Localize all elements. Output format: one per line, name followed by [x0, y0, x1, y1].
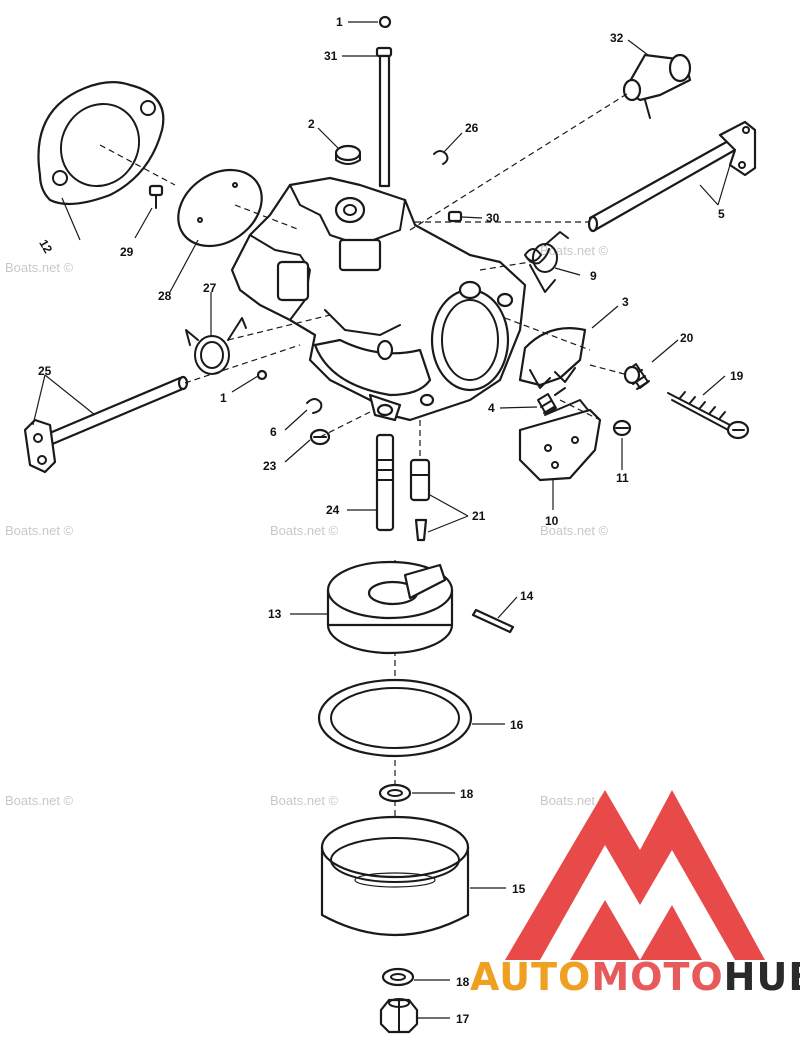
carburetor-body [230, 176, 527, 422]
callout-3: 3 [622, 295, 629, 309]
part-29-screw [148, 184, 164, 209]
part-12-gasket [37, 81, 165, 206]
callout-4: 4 [488, 401, 495, 415]
callout-1-top: 1 [336, 15, 343, 29]
callout-30: 30 [486, 211, 500, 225]
callout-18-upper: 18 [460, 787, 474, 801]
callout-10: 10 [545, 514, 559, 528]
brand-moto: MOTO [591, 955, 723, 999]
leader-lines [32, 21, 731, 1019]
watermark-1: Boats.net © [5, 260, 74, 275]
part-1-top-plug [378, 15, 392, 29]
watermark-6: Boats.net © [540, 523, 609, 538]
part-25-shaft [23, 375, 189, 474]
callout-1-lower: 1 [220, 391, 227, 405]
brand-logo: AUTOMOTOHUB [470, 790, 800, 999]
callout-2: 2 [308, 117, 315, 131]
callout-19: 19 [730, 369, 744, 383]
part-14-pin [471, 608, 515, 634]
callout-9: 9 [590, 269, 597, 283]
watermark-7: Boats.net © [5, 793, 74, 808]
part-19-needle-screw [667, 391, 750, 440]
part-26-clip [433, 150, 449, 165]
part-3-plate [518, 327, 587, 389]
part-21-jet [409, 458, 431, 542]
brand-auto: AUTO [470, 955, 591, 999]
watermark-8: Boats.net © [270, 793, 339, 808]
callout-20: 20 [680, 331, 694, 345]
part-30-screw [447, 210, 463, 223]
callout-26: 26 [465, 121, 479, 135]
part-1-lower-plug [256, 369, 268, 381]
part-27-spring [185, 317, 247, 375]
part-16-gasket [317, 678, 473, 758]
part-9-spring [524, 231, 569, 293]
part-20-spring [623, 363, 650, 390]
part-5-shaft [587, 120, 757, 233]
part-13-float [326, 560, 454, 655]
callout-12: 12 [36, 237, 55, 256]
part-18-washer-lower [381, 967, 415, 987]
callout-labels: 1 31 2 26 32 12 29 28 5 30 27 9 3 25 20 … [36, 15, 743, 1026]
part-4-spring [537, 387, 566, 415]
callout-27: 27 [203, 281, 217, 295]
callout-24: 24 [326, 503, 340, 517]
part-10-bracket [518, 399, 602, 482]
part-31-rod [375, 46, 393, 188]
part-24-tube [375, 433, 395, 532]
callout-14: 14 [520, 589, 534, 603]
callout-23: 23 [263, 459, 277, 473]
brand-hub: HUB [724, 955, 800, 999]
part-6-clip [306, 398, 323, 414]
callout-11: 11 [616, 471, 629, 485]
callout-25: 25 [38, 364, 52, 378]
part-17-nut [379, 998, 419, 1034]
callout-21: 21 [472, 509, 486, 523]
part-15-bowl [320, 815, 470, 936]
watermark-9: Boats.net © [540, 793, 609, 808]
callout-18-lower: 18 [456, 975, 470, 989]
callout-15: 15 [512, 882, 526, 896]
part-28-diaphragm [177, 168, 263, 248]
callout-6: 6 [270, 425, 277, 439]
callout-28: 28 [158, 289, 172, 303]
callout-29: 29 [120, 245, 134, 259]
callout-31: 31 [324, 49, 338, 63]
brand-text: AUTOMOTOHUB [470, 955, 800, 999]
watermark-4: Boats.net © [5, 523, 74, 538]
callout-17: 17 [456, 1012, 470, 1026]
callout-16: 16 [510, 718, 524, 732]
callout-13: 13 [268, 607, 282, 621]
logo-triangle-inner [570, 900, 702, 960]
callout-32: 32 [610, 31, 624, 45]
part-18-washer-upper [378, 783, 412, 803]
part-32-elbow [622, 53, 692, 119]
callout-5: 5 [718, 207, 725, 221]
part-2-cap [334, 144, 362, 165]
watermark-5: Boats.net © [270, 523, 339, 538]
logo-triangle-outer [505, 790, 765, 960]
part-11-screw [612, 419, 632, 437]
